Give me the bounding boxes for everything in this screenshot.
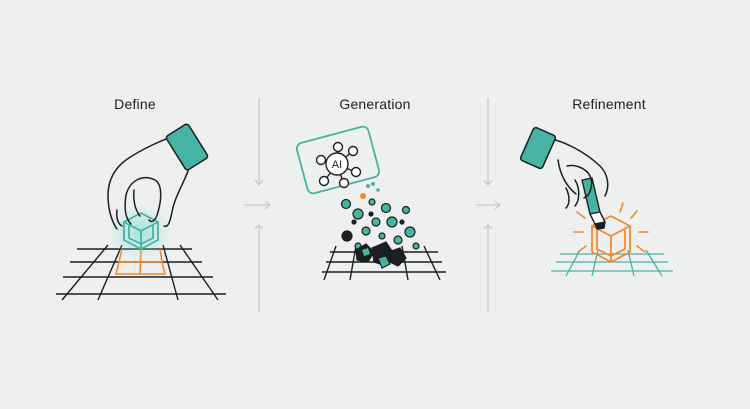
step-title-generation: Generation bbox=[339, 96, 411, 112]
step-title-refinement: Refinement bbox=[572, 96, 646, 112]
cube-icon bbox=[123, 212, 159, 250]
cuff-icon bbox=[519, 126, 557, 170]
divider-2 bbox=[476, 98, 502, 312]
hand-icon bbox=[547, 137, 609, 209]
chisel-icon bbox=[581, 177, 606, 230]
grid-icon bbox=[551, 249, 673, 277]
hand-icon bbox=[107, 132, 191, 230]
glow bbox=[108, 204, 172, 260]
spark-lines bbox=[573, 202, 649, 253]
cuff-icon bbox=[165, 123, 209, 171]
divider-1 bbox=[244, 98, 272, 312]
particles-icon bbox=[340, 182, 420, 269]
ai-node-text: AI bbox=[332, 159, 342, 171]
step-title-define: Define bbox=[114, 96, 156, 112]
ai-network-icon: AI bbox=[295, 125, 381, 195]
